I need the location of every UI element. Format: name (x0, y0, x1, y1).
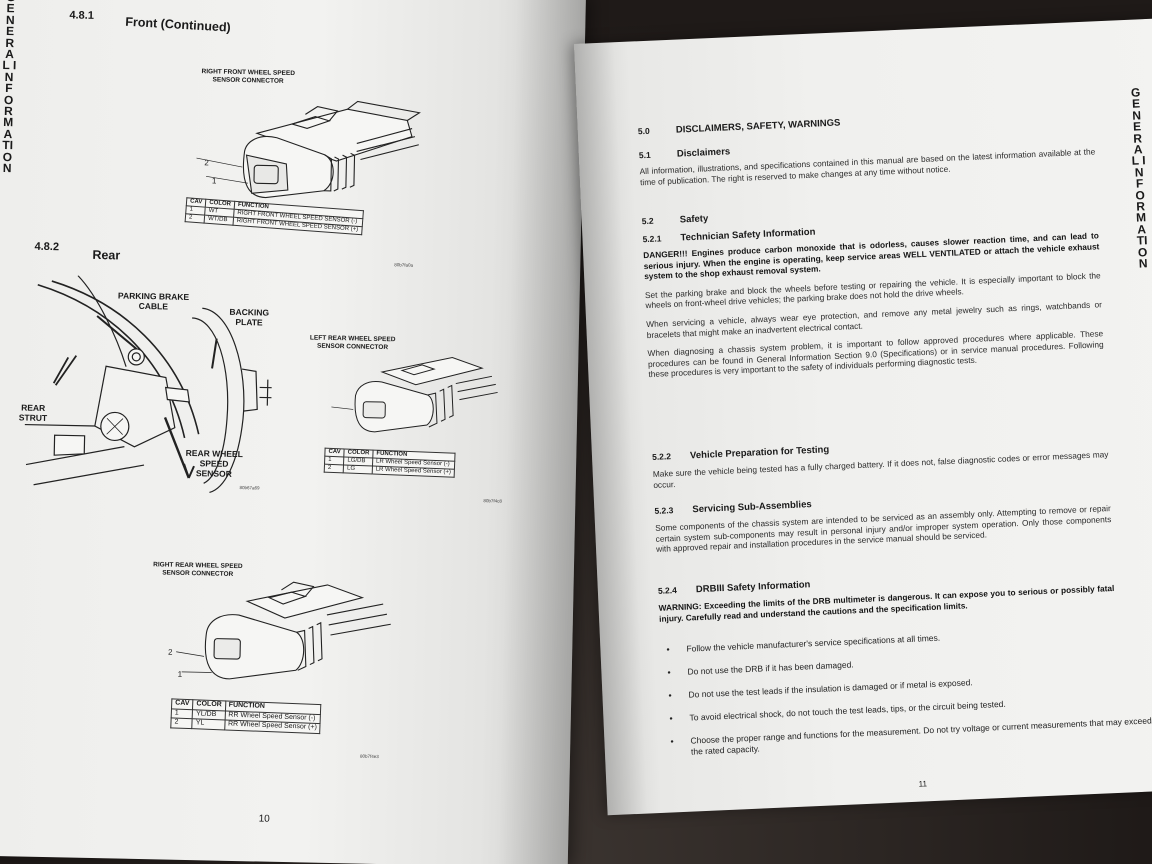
right-page-number: 11 (918, 779, 928, 789)
right-page: GENERAL INFORMATION 5.0 DISCLAIMERS, SAFE… (574, 17, 1152, 816)
front-figure-id: 80b7fa0a (394, 262, 414, 268)
section-title: Vehicle Preparation for Testing (689, 444, 830, 462)
section-number: 5.2.3 (654, 505, 674, 516)
section-title: Servicing Sub-Assemblies (692, 499, 812, 516)
section-number: 5.2.1 (642, 233, 662, 245)
left-rear-connector-drawing (331, 356, 498, 433)
callout-rear-strut: REAR STRUT (18, 402, 48, 424)
section-title: DISCLAIMERS, SAFETY, WARNINGS (675, 117, 841, 136)
section-number: 5.2.4 (657, 585, 678, 596)
section-number: 5.1 (638, 149, 651, 161)
section-title-front: Front (Continued) (124, 14, 232, 35)
callout-rear-wheel-speed-sensor: REAR WHEEL SPEED SENSOR (185, 447, 243, 479)
section-title-rear: Rear (92, 247, 121, 263)
section-number: 5.2 (641, 215, 654, 227)
front-connector-label: RIGHT FRONT WHEEL SPEED SENSOR CONNECTOR (201, 68, 296, 85)
left-page: GENERAL INFORMATION 4.8.1 Front (Continu… (0, 0, 586, 864)
right-rear-pin-1-callout: 1 (177, 669, 183, 679)
callout-backing-plate: BACKING PLATE (229, 306, 270, 328)
left-rear-figure-id: 80b7f4c8 (483, 498, 502, 504)
front-pin-2-callout: 2 (204, 158, 209, 168)
section-title: Safety (679, 213, 709, 226)
section-number: 5.2.2 (651, 451, 672, 462)
right-rear-figure-id: 80b7f4e3 (359, 753, 379, 760)
callout-parking-brake-cable: PARKING BRAKE CABLE (117, 290, 190, 312)
section-title: Technician Safety Information (680, 226, 816, 244)
rear-assembly-drawing (24, 275, 272, 494)
section-number-front: 4.8.1 (69, 9, 95, 22)
right-side-title: GENERAL INFORMATION (1130, 85, 1148, 271)
right-rear-pin-2-callout: 2 (168, 647, 173, 657)
section-number-rear: 4.8.2 (34, 240, 60, 254)
front-connector-drawing (196, 100, 421, 199)
left-side-title: GENERAL INFORMATION (2, 0, 17, 176)
right-rear-connector-drawing (176, 581, 391, 680)
left-page-number: 10 (258, 813, 270, 825)
list-item: •Choose the proper range and functions f… (670, 715, 1152, 757)
section-title: DRBIII Safety Information (695, 579, 811, 596)
section-number: 5.0 (637, 125, 650, 137)
front-pin-1-callout: 1 (211, 176, 217, 186)
left-rear-connector-label: LEFT REAR WHEEL SPEED SENSOR CONNECTOR (309, 334, 396, 351)
rear-assembly-figure-id: 80b67a69 (239, 485, 260, 491)
section-title: Disclaimers (676, 146, 731, 160)
